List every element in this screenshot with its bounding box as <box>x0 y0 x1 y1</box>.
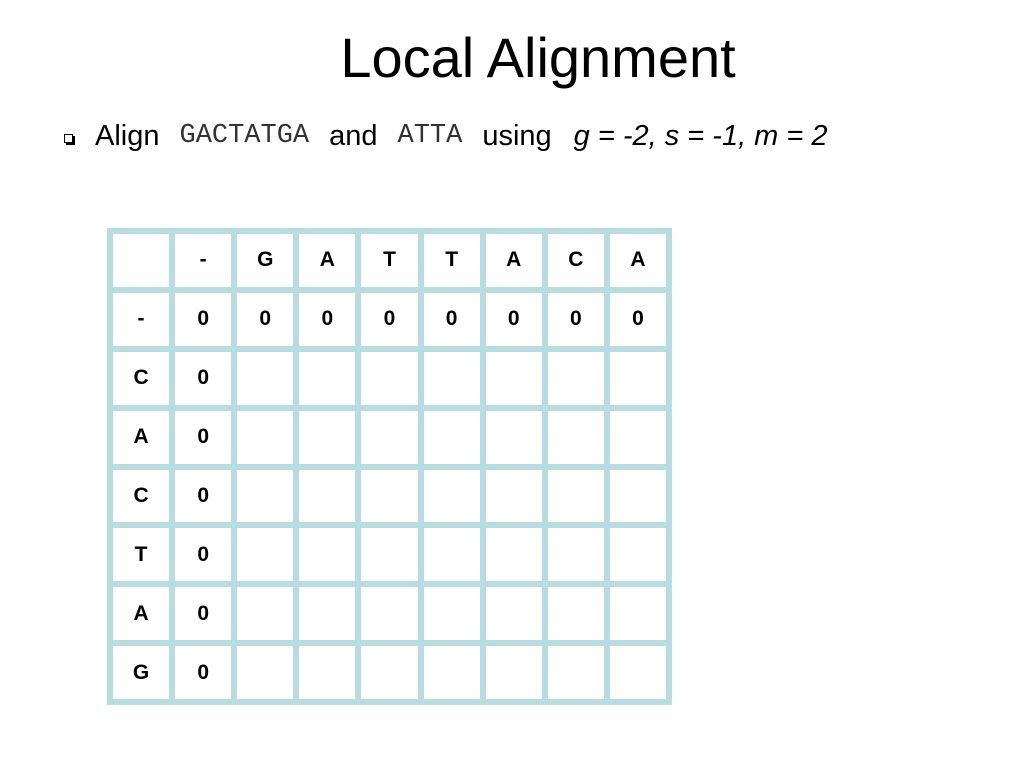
matrix-cell: 0 <box>175 646 232 699</box>
matrix-cell <box>547 646 604 699</box>
matrix-cell <box>609 410 666 464</box>
matrix-row-header: C <box>113 469 170 523</box>
matrix-cell <box>609 646 666 699</box>
matrix-column-header: - <box>175 234 232 287</box>
matrix-cell: 0 <box>609 292 666 346</box>
matrix-cell: 0 <box>361 292 418 346</box>
matrix-cell <box>299 410 356 464</box>
matrix-cell <box>485 528 542 582</box>
matrix-cell <box>485 351 542 405</box>
matrix-cell: 0 <box>175 469 232 523</box>
matrix-cell <box>299 646 356 699</box>
matrix-cell: 0 <box>299 292 356 346</box>
matrix-cell <box>485 469 542 523</box>
matrix-cell <box>361 528 418 582</box>
matrix-row-header: G <box>113 646 170 699</box>
matrix-cell <box>547 528 604 582</box>
matrix-cell <box>361 410 418 464</box>
matrix-cell <box>361 646 418 699</box>
matrix-cell <box>485 646 542 699</box>
matrix-cell: 0 <box>175 587 232 641</box>
matrix-row-header: - <box>113 292 170 346</box>
scoring-parameters: g = -2, s = -1, m = 2 <box>573 119 828 152</box>
matrix-column-header: A <box>485 234 542 287</box>
matrix-cell <box>237 587 294 641</box>
matrix-row-header: C <box>113 351 170 405</box>
matrix-cell <box>485 410 542 464</box>
sequence-one: GACTATGA <box>179 121 310 151</box>
matrix-cell: 0 <box>175 410 232 464</box>
matrix-column-header: T <box>423 234 480 287</box>
matrix-cell: 0 <box>547 292 604 346</box>
matrix-cell <box>361 587 418 641</box>
bullet-conjunction: and <box>329 119 378 152</box>
matrix-cell: 0 <box>423 292 480 346</box>
matrix-cell <box>609 587 666 641</box>
matrix-cell <box>237 469 294 523</box>
matrix-cell <box>547 410 604 464</box>
matrix-cell <box>609 351 666 405</box>
matrix-cell <box>237 410 294 464</box>
matrix-cell <box>423 410 480 464</box>
matrix-cell: 0 <box>485 292 542 346</box>
matrix-cell: 0 <box>175 528 232 582</box>
bullet-using: using <box>482 119 552 152</box>
bullet-prefix: Align <box>95 119 160 152</box>
matrix-cell <box>299 469 356 523</box>
matrix-cell <box>485 587 542 641</box>
matrix-cell <box>423 351 480 405</box>
matrix-cell <box>237 646 294 699</box>
matrix-cell <box>299 587 356 641</box>
matrix-column-header: G <box>237 234 294 287</box>
sequence-two: ATTA <box>397 121 463 151</box>
matrix-cell: 0 <box>175 292 232 346</box>
matrix-cell <box>609 528 666 582</box>
matrix-row-header: A <box>113 410 170 464</box>
matrix-cell <box>361 469 418 523</box>
matrix-cell <box>237 351 294 405</box>
slide-title: Local Alignment <box>340 26 736 89</box>
matrix-cell <box>299 528 356 582</box>
matrix-cell: 0 <box>175 351 232 405</box>
matrix-cell <box>609 469 666 523</box>
matrix-cell <box>423 528 480 582</box>
matrix-cell <box>361 351 418 405</box>
matrix-column-header: A <box>609 234 666 287</box>
matrix-cell <box>547 469 604 523</box>
matrix-column-header: T <box>361 234 418 287</box>
matrix-row-header: A <box>113 587 170 641</box>
matrix-cell <box>299 351 356 405</box>
matrix-cell: 0 <box>237 292 294 346</box>
matrix-row-header: T <box>113 528 170 582</box>
matrix-column-header: A <box>299 234 356 287</box>
matrix-cell <box>547 587 604 641</box>
bullet-line: Align GACTATGA and ATTA using g = -2, s … <box>64 114 828 158</box>
square-bullet-icon <box>64 133 73 143</box>
matrix-cell <box>423 587 480 641</box>
matrix-cell <box>547 351 604 405</box>
matrix-column-header: C <box>547 234 604 287</box>
matrix-cell <box>423 469 480 523</box>
matrix-cell <box>423 646 480 699</box>
matrix-corner-cell <box>113 234 170 287</box>
matrix-cell <box>237 528 294 582</box>
